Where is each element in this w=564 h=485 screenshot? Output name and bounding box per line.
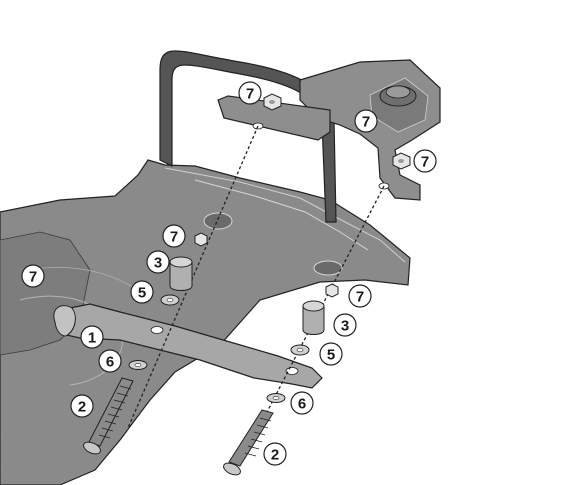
callout-label: 2 [271,447,279,464]
callout-label: 7 [246,86,254,103]
callout-washer-left: 5 [130,280,154,304]
nut-right-body [325,283,339,298]
callout-nut-left-body: 7 [162,224,186,248]
washer-lower-right [266,393,286,403]
callout-label: 3 [341,318,349,335]
callout-label: 2 [78,399,86,416]
callout-label: 7 [362,114,370,131]
main-bracket-end [53,305,76,337]
main-bracket-hole-left [150,326,164,334]
spacer-left [169,256,193,291]
callout-bolt-left: 2 [70,394,94,418]
main-bracket-hole-right [285,367,299,375]
callout-label: 7 [29,269,37,286]
motorcycle-rear-body [0,159,411,485]
washer-left [160,294,180,306]
callout-washer-right: 5 [319,342,343,366]
callout-main-bracket: 1 [80,325,104,349]
grab-handle [159,50,337,223]
bolt-right [223,409,274,476]
body-top-rail-inner [194,179,369,251]
callout-washer-lower-left: 6 [98,349,122,373]
callout-label: 5 [327,347,335,364]
callout-label: 6 [298,396,306,413]
callout-washer-lower-right: 6 [290,391,314,415]
callout-nut-upper: 7 [238,81,262,105]
washer-right [290,344,310,356]
callout-label: 7 [421,154,429,171]
upper-mount-plate [217,95,331,141]
callout-spacer-left: 3 [146,250,170,274]
washer-lower-left [128,360,148,370]
callout-bolt-right: 2 [263,442,287,466]
callout-label: 7 [170,229,178,246]
nut-right-plate [392,152,411,170]
nut-upper-left [263,93,282,111]
callout-nut-right-plate: 7 [413,149,437,173]
top-case-plate-boss-top [385,85,411,99]
callout-top-case-plate: 7 [354,109,378,133]
body-top-rail [164,167,406,263]
body-mount-hole-left [203,212,233,230]
callout-label: 3 [154,255,162,272]
callout-body-panel: 7 [21,264,45,288]
assembly-axis-right [265,185,385,415]
callout-nut-right-body: 7 [348,284,372,308]
callout-label: 1 [88,330,96,347]
main-bracket [54,303,323,389]
callout-label: 6 [106,354,114,371]
bolt-left [83,377,134,455]
body-mount-hole-right [313,260,343,276]
callout-spacer-right: 3 [333,313,357,337]
spacer-right [302,300,325,335]
nut-left-body [194,232,208,247]
callout-label: 5 [138,285,146,302]
callout-label: 7 [356,289,364,306]
